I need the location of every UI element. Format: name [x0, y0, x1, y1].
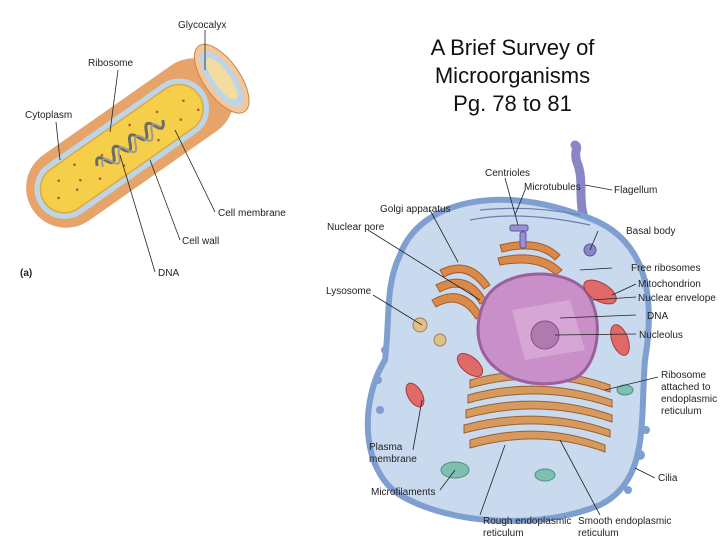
slide-title: A Brief Survey of Microorganisms Pg. 78 … [400, 34, 625, 118]
label-cell-wall: Cell wall [182, 236, 219, 247]
prokaryote-leader-lines [55, 30, 216, 273]
label-centrioles: Centrioles [485, 168, 530, 179]
label-ribosome-er: Ribosome attached to endoplasmic reticul… [661, 370, 717, 417]
microtubules [469, 207, 591, 226]
prokaryotic-cell-illustration [26, 43, 250, 228]
label-flagellum: Flagellum [614, 185, 657, 196]
flagellum [570, 140, 595, 237]
label-microtubules: Microtubules [524, 182, 581, 193]
vesicles [412, 243, 634, 482]
label-cell-membrane: Cell membrane [218, 208, 286, 219]
centrioles [509, 224, 529, 249]
eukaryote-leader-lines [367, 177, 659, 516]
label-plasma-membrane: Plasma membrane [369, 442, 417, 465]
mitochondria [405, 279, 630, 408]
svg-text:reticulum: reticulum [661, 406, 702, 417]
label-free-ribosomes: Free ribosomes [631, 263, 700, 274]
label-glycocalyx: Glycocalyx [178, 20, 226, 31]
label-lysosome: Lysosome [326, 286, 372, 297]
label-nucleolus: Nucleolus [639, 330, 683, 341]
cilia [374, 346, 650, 494]
membrane-ring [205, 57, 238, 100]
label-smooth-er: Smooth endoplasmic reticulum [578, 516, 671, 539]
label-mitochondrion: Mitochondrion [638, 279, 701, 290]
label-microfilaments: Microfilaments [371, 487, 435, 498]
label-cilia: Cilia [658, 473, 678, 484]
eukaryotic-cell-illustration [364, 140, 652, 524]
label-nuclear-pore: Nuclear pore [327, 222, 385, 233]
label-cytoplasm: Cytoplasm [25, 110, 72, 121]
title-line-2: Microorganisms [434, 63, 591, 88]
label-golgi: Golgi apparatus [380, 204, 451, 215]
svg-text:endoplasmic: endoplasmic [661, 394, 717, 405]
svg-text:Plasma: Plasma [369, 442, 403, 453]
dna-coil [95, 119, 165, 167]
label-basal-body: Basal body [626, 226, 675, 237]
panel-label-a: (a) [20, 268, 32, 279]
label-eukaryote-dna: DNA [647, 311, 668, 322]
title-line-3: Pg. 78 to 81 [453, 91, 572, 116]
svg-text:Smooth endoplasmic: Smooth endoplasmic [578, 516, 671, 527]
nucleolus [530, 320, 560, 350]
svg-text:Ribosome: Ribosome [661, 370, 706, 381]
svg-text:attached to: attached to [661, 382, 711, 393]
svg-text:Rough endoplasmic: Rough endoplasmic [483, 516, 571, 527]
svg-text:membrane: membrane [369, 454, 417, 465]
label-nuclear-envelope: Nuclear envelope [638, 293, 716, 304]
dna-coil-inner [101, 123, 161, 168]
label-rough-er: Rough endoplasmic reticulum [483, 516, 571, 539]
label-ribosome: Ribosome [88, 58, 133, 69]
label-prokaryote-dna: DNA [158, 268, 179, 279]
svg-text:reticulum: reticulum [578, 528, 619, 539]
svg-text:reticulum: reticulum [483, 528, 524, 539]
title-line-1: A Brief Survey of [430, 35, 595, 60]
